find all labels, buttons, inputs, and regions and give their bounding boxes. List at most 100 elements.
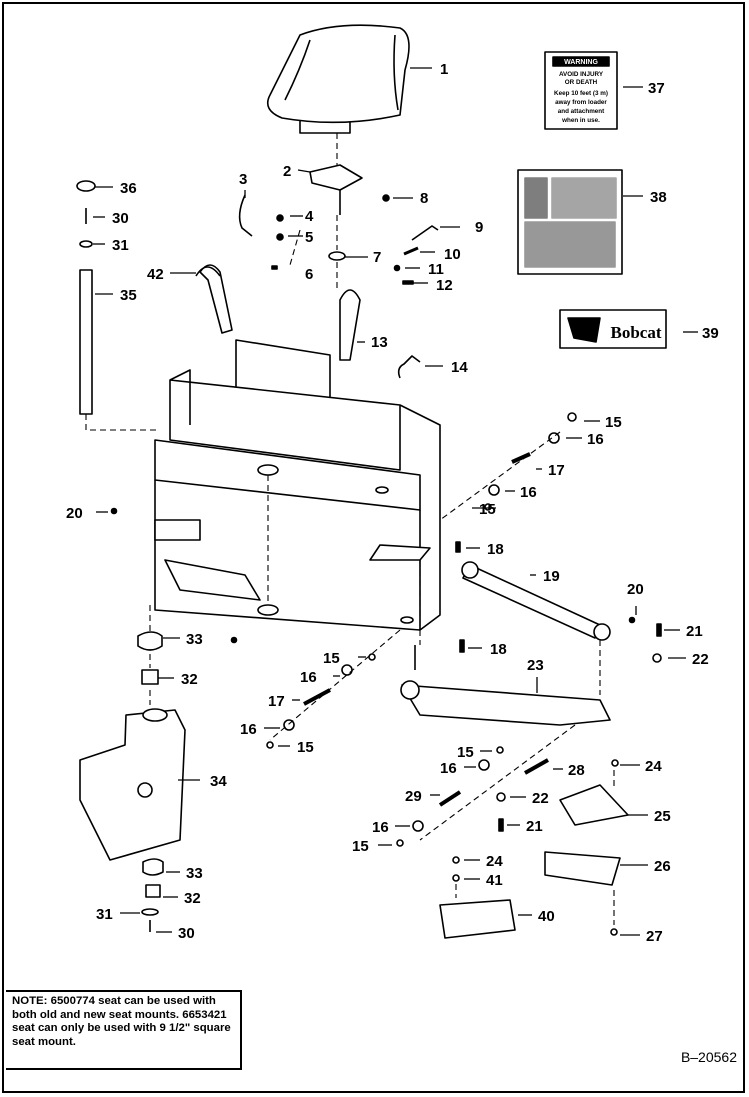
warning-decal-title: WARNING (564, 59, 598, 66)
callout-15d: 15 (297, 739, 314, 756)
callout-32a: 32 (181, 671, 198, 688)
washers-nuts (266, 412, 662, 936)
assembly-lines (85, 133, 615, 925)
callout-24b: 24 (486, 853, 503, 870)
callout-2: 2 (283, 163, 291, 180)
callout-20b: 20 (627, 581, 644, 598)
callout-8: 8 (420, 190, 428, 207)
callout-37: 37 (648, 80, 665, 97)
callout-31b: 31 (96, 906, 113, 923)
callout-22b: 22 (532, 790, 549, 807)
bracket-25 (559, 784, 629, 826)
weight-block-40 (439, 899, 516, 939)
wire-harness (238, 194, 253, 237)
callout-35: 35 (120, 287, 137, 304)
warning-line-5: and attachment (558, 108, 605, 115)
callout-labels: 1 2 3 4 5 6 7 8 9 10 11 12 13 14 15 15 1… (66, 61, 719, 945)
callout-31a: 31 (112, 237, 129, 254)
callout-20a: 20 (66, 505, 83, 522)
brand-decal (559, 309, 667, 349)
callout-39: 39 (702, 325, 719, 342)
bolts (110, 507, 662, 832)
callout-26: 26 (654, 858, 671, 875)
pin-17b (303, 688, 331, 706)
warning-line-4: away from loader (555, 99, 607, 106)
callout-3: 3 (239, 171, 247, 188)
connector-14 (397, 355, 421, 379)
callout-23: 23 (527, 657, 544, 674)
callout-19: 19 (543, 568, 560, 585)
callout-9: 9 (475, 219, 483, 236)
callout-22a: 22 (692, 651, 709, 668)
plate-26 (544, 851, 621, 886)
callout-28: 28 (568, 762, 585, 779)
callout-25: 25 (654, 808, 671, 825)
document-id: B–20562 (680, 1049, 737, 1065)
callout-11: 11 (428, 261, 444, 278)
callout-42: 42 (147, 266, 164, 283)
callout-21b: 21 (526, 818, 543, 835)
callout-15b: 15 (479, 501, 496, 518)
callout-30a: 30 (112, 210, 129, 227)
callout-1: 1 (440, 61, 448, 78)
callout-18b: 18 (490, 641, 507, 658)
warning-decal-text: AVOID INJURY OR DEATH Keep 10 feet (3 m)… (554, 71, 608, 124)
pin-9 (411, 225, 439, 241)
safety-decal (517, 169, 623, 275)
spring-10 (403, 246, 419, 256)
leader-lines (93, 67, 698, 936)
callout-24a: 24 (645, 758, 662, 775)
seat-part (266, 24, 410, 134)
callout-16e: 16 (440, 760, 457, 777)
callout-10: 10 (444, 246, 461, 263)
callout-33b: 33 (186, 865, 203, 882)
callout-16b: 16 (520, 484, 537, 501)
pin-17 (511, 452, 531, 464)
callout-36: 36 (120, 180, 137, 197)
note-text: 6500774 seat can be used with both old a… (12, 995, 231, 1048)
callout-29: 29 (405, 788, 422, 805)
callout-40: 40 (538, 908, 555, 925)
brand-logo-text: Bobcat (611, 323, 662, 342)
callout-17b: 17 (268, 693, 285, 710)
callout-27: 27 (646, 928, 663, 945)
callout-17a: 17 (548, 462, 565, 479)
warning-decal (544, 51, 618, 130)
callout-16a: 16 (587, 431, 604, 448)
callout-15a: 15 (605, 414, 622, 431)
pivot-assembly (79, 631, 186, 932)
note-box: NOTE: 6500774 seat can be used with both… (6, 990, 242, 1070)
swing-arm (400, 645, 611, 726)
washer-7 (328, 251, 346, 261)
warning-line-3: Keep 10 feet (3 m) (554, 90, 608, 97)
hydraulic-cylinder (461, 561, 611, 641)
callout-33a: 33 (186, 631, 203, 648)
warning-line-6: when in use. (561, 117, 600, 124)
callout-15e: 15 (457, 744, 474, 761)
callout-13: 13 (371, 334, 388, 351)
callout-32b: 32 (184, 890, 201, 907)
pin-29 (438, 790, 462, 807)
note-prefix: NOTE: (12, 995, 48, 1007)
pin-28 (524, 758, 549, 775)
callout-7: 7 (373, 249, 381, 266)
callout-16f: 16 (372, 819, 389, 836)
rod-assembly (76, 180, 96, 415)
seat-mount-plate (309, 164, 363, 215)
callout-6: 6 (305, 266, 313, 283)
small-hardware (271, 194, 414, 285)
callout-16c: 16 (300, 669, 317, 686)
main-frame (154, 264, 441, 631)
callout-38: 38 (650, 189, 667, 206)
callout-15f: 15 (352, 838, 369, 855)
callout-12: 12 (436, 277, 453, 294)
callout-4: 4 (305, 208, 314, 225)
callout-18a: 18 (487, 541, 504, 558)
callout-5: 5 (305, 229, 313, 246)
callout-16d: 16 (240, 721, 257, 738)
warning-line-2: OR DEATH (565, 79, 598, 86)
callout-14: 14 (451, 359, 468, 376)
callout-21a: 21 (686, 623, 703, 640)
